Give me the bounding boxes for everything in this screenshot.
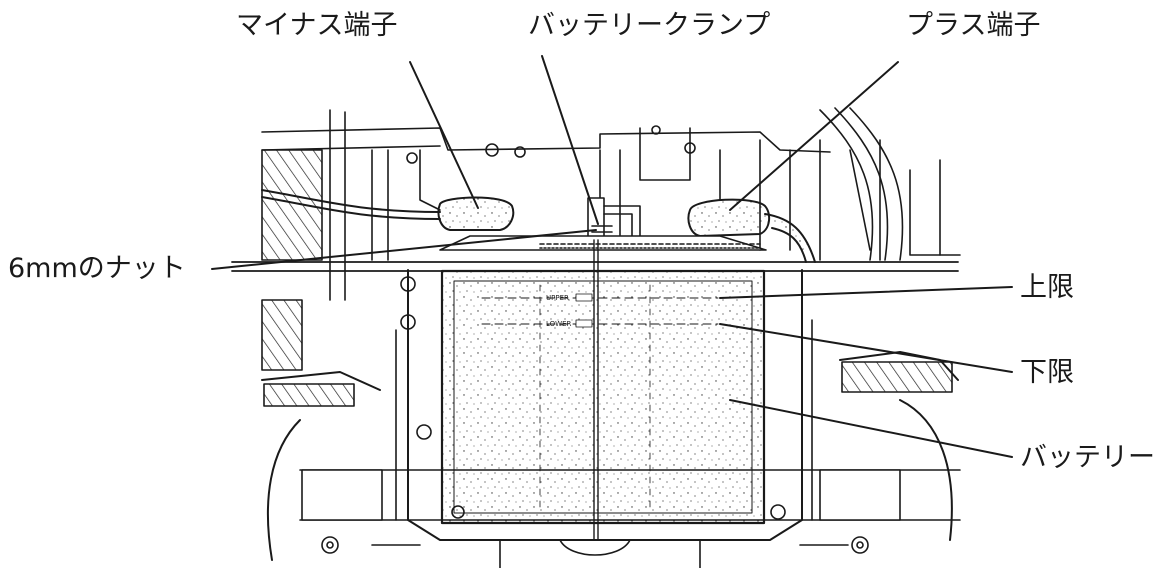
leader-nut [211, 229, 597, 270]
minus-terminal-label: マイナス端子 [236, 10, 398, 41]
lower-limit-label: 下限 [1020, 357, 1074, 388]
lower-level-mark: LOWER [546, 320, 572, 328]
battery-label: バッテリー [1020, 442, 1155, 473]
leader-upper-limit [719, 286, 1013, 299]
nut-6mm-label: 6mmのナット [8, 253, 186, 284]
battery-clamp-label: バッテリークランプ [528, 10, 771, 41]
leader-minus-terminal [409, 61, 479, 209]
upper-level-mark: UPPER [546, 294, 569, 302]
leader-battery-clamp [541, 55, 599, 225]
leader-plus-terminal [729, 61, 899, 211]
leader-lower-limit [719, 323, 1013, 373]
upper-limit-label: 上限 [1020, 272, 1074, 303]
plus-terminal-label: プラス端子 [906, 10, 1041, 41]
leader-battery [729, 399, 1013, 458]
